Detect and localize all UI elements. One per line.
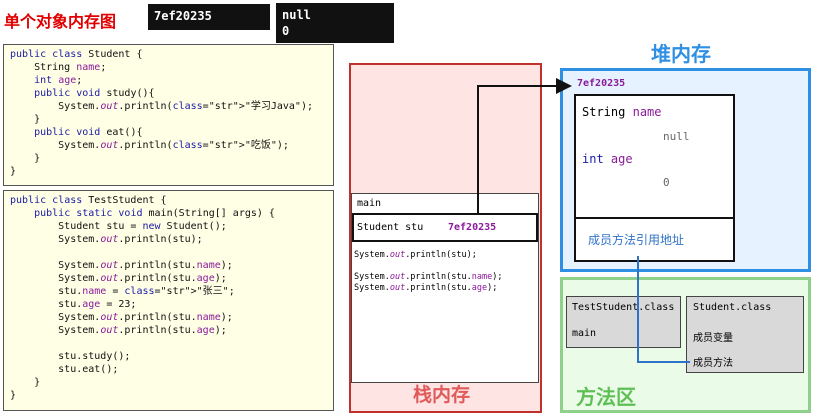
test-code-line: Student stu = new Student(); bbox=[10, 221, 227, 232]
test-code-line: System.out.println(stu); bbox=[10, 234, 203, 245]
student-code-line: } bbox=[10, 114, 41, 125]
method-link-line bbox=[637, 256, 690, 363]
test-code-line: System.out.println(stu.age); bbox=[10, 273, 227, 284]
stack-statement: System.out.println(stu.name); bbox=[354, 272, 503, 282]
test-code-line: System.out.println(stu.name); bbox=[10, 260, 233, 271]
test-code-line: public static void main(String[] args) { bbox=[34, 208, 275, 219]
student-code-line: public class Student { bbox=[10, 49, 143, 60]
name-field-type: String bbox=[582, 105, 626, 119]
test-code-line: System.out.println(stu.age); bbox=[10, 325, 227, 336]
test-code-line: stu.age = 23; bbox=[10, 299, 137, 310]
test-code-line: public class TestStudent { bbox=[10, 195, 167, 206]
name-field-name: name bbox=[632, 105, 662, 119]
reference-arrow bbox=[477, 78, 572, 213]
test-student-main-method: main bbox=[572, 328, 597, 339]
main-frame-label: main bbox=[357, 198, 382, 209]
name-field-label: String name bbox=[582, 105, 662, 119]
test-code-line: stu.name = class="str">"张三"; bbox=[10, 286, 235, 297]
student-code-line: System.out.println(class="str">"吃饭"); bbox=[10, 140, 289, 151]
test-student-class-code: public class TestStudent { public static… bbox=[3, 190, 334, 411]
student-code-line: public void eat(){ bbox=[34, 127, 143, 138]
diagram-title: 单个对象内存图 bbox=[4, 12, 117, 31]
header-address-box: 7ef20235 bbox=[148, 4, 270, 30]
age-field-value: 0 bbox=[663, 176, 670, 189]
test-code-line: } bbox=[10, 377, 41, 388]
heap-object-address: 7ef20235 bbox=[577, 78, 626, 89]
test-student-class-box: TestStudent.class main bbox=[566, 296, 681, 348]
object-divider bbox=[576, 217, 733, 219]
header-null-text: null bbox=[282, 8, 311, 22]
student-code-line: } bbox=[10, 166, 17, 177]
name-field-value: null bbox=[663, 130, 690, 143]
method-reference-address: 成员方法引用地址 bbox=[588, 233, 685, 247]
student-member-variables: 成员变量 bbox=[693, 333, 733, 344]
test-code-line: System.out.println(stu.name); bbox=[10, 312, 233, 323]
heap-memory-label: 堆内存 bbox=[651, 42, 711, 66]
stu-variable-slot: Student stu 7ef20235 bbox=[352, 213, 538, 242]
student-code-line: } bbox=[10, 153, 41, 164]
test-student-class-name: TestStudent.class bbox=[572, 302, 675, 313]
age-field-type: int bbox=[582, 152, 604, 166]
stack-statement: System.out.println(stu); bbox=[354, 250, 477, 260]
stu-variable-name: Student stu bbox=[357, 222, 424, 233]
stu-variable-value: 7ef20235 bbox=[448, 222, 497, 233]
stack-statement: System.out.println(stu.age); bbox=[354, 283, 498, 293]
student-code-line: System.out.println(class="str">"学习Java")… bbox=[10, 101, 313, 112]
age-field-name: age bbox=[610, 152, 633, 166]
student-code-line: public void study(){ bbox=[34, 88, 155, 99]
student-code-line: String name; bbox=[10, 62, 107, 73]
student-class-box: Student.class 成员变量 成员方法 bbox=[686, 296, 804, 373]
student-class-code: public class Student { String name; int … bbox=[3, 44, 334, 186]
student-class-name: Student.class bbox=[693, 302, 772, 313]
header-address-text: 7ef20235 bbox=[154, 9, 212, 23]
stack-memory-label: 栈内存 bbox=[413, 384, 471, 406]
method-area-label: 方法区 bbox=[576, 385, 636, 409]
header-zero-text: 0 bbox=[282, 24, 290, 38]
test-code-line: stu.study(); bbox=[10, 351, 131, 362]
student-code-line: int age; bbox=[34, 75, 83, 86]
student-member-methods: 成员方法 bbox=[693, 358, 733, 369]
stack-statements: System.out.println(stu); System.out.prin… bbox=[354, 250, 502, 294]
test-code-line: } bbox=[10, 390, 17, 401]
header-values-box: null 0 bbox=[276, 3, 394, 43]
age-field-label: int age bbox=[582, 152, 633, 166]
student-object: String name null int age 0 成员方法引用地址 bbox=[574, 94, 735, 262]
test-code-line: stu.eat(); bbox=[10, 364, 119, 375]
